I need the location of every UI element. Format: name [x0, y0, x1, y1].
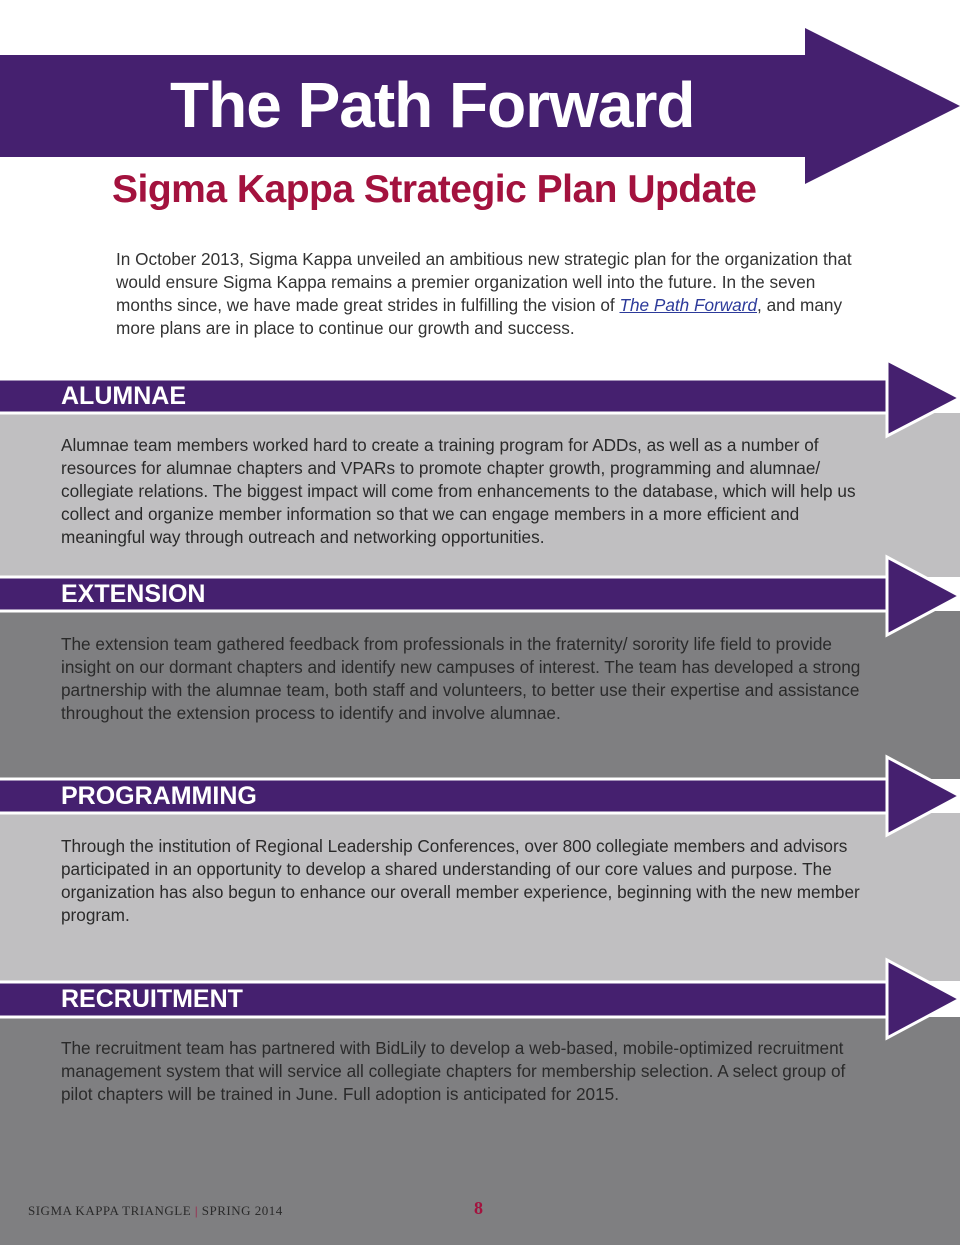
- path-forward-link[interactable]: The Path Forward: [619, 295, 758, 315]
- issue-name: SPRING 2014: [201, 1203, 283, 1218]
- extension-panel: [0, 611, 960, 779]
- recruitment-body: The recruitment team has partnered with …: [61, 1038, 846, 1104]
- publication-name: SIGMA KAPPA TRIANGLE: [28, 1203, 192, 1218]
- programming-arrow: [0, 754, 960, 838]
- page-number: 8: [474, 1198, 483, 1218]
- intro-paragraph: In October 2013, Sigma Kappa unveiled an…: [116, 248, 856, 340]
- intro-text: In October 2013, Sigma Kappa unveiled an…: [116, 249, 852, 315]
- alumnae-arrow: [0, 357, 960, 439]
- page-title: The Path Forward: [170, 69, 695, 141]
- intro-text-end: , and many more plans are in place to co…: [116, 295, 843, 338]
- extension-arrow: [0, 554, 960, 638]
- extension-body: The extension team gathered feedback fro…: [61, 634, 861, 723]
- alumnae-panel: [0, 413, 960, 577]
- recruitment-panel: [0, 1017, 960, 1245]
- extension-heading: EXTENSION: [61, 580, 206, 608]
- footer-separator: |: [194, 1203, 199, 1218]
- title-arrow: [0, 28, 960, 184]
- footer-publication: SIGMA KAPPA TRIANGLE | SPRING 2014: [28, 1203, 283, 1219]
- alumnae-body: Alumnae team members worked hard to crea…: [61, 435, 856, 547]
- programming-body: Through the institution of Regional Lead…: [61, 836, 860, 925]
- programming-panel: [0, 813, 960, 981]
- programming-heading: PROGRAMMING: [61, 782, 257, 810]
- page-subtitle: Sigma Kappa Strategic Plan Update: [112, 168, 757, 211]
- recruitment-arrow: [0, 957, 960, 1041]
- recruitment-heading: RECRUITMENT: [61, 985, 243, 1013]
- alumnae-heading: ALUMNAE: [61, 382, 186, 410]
